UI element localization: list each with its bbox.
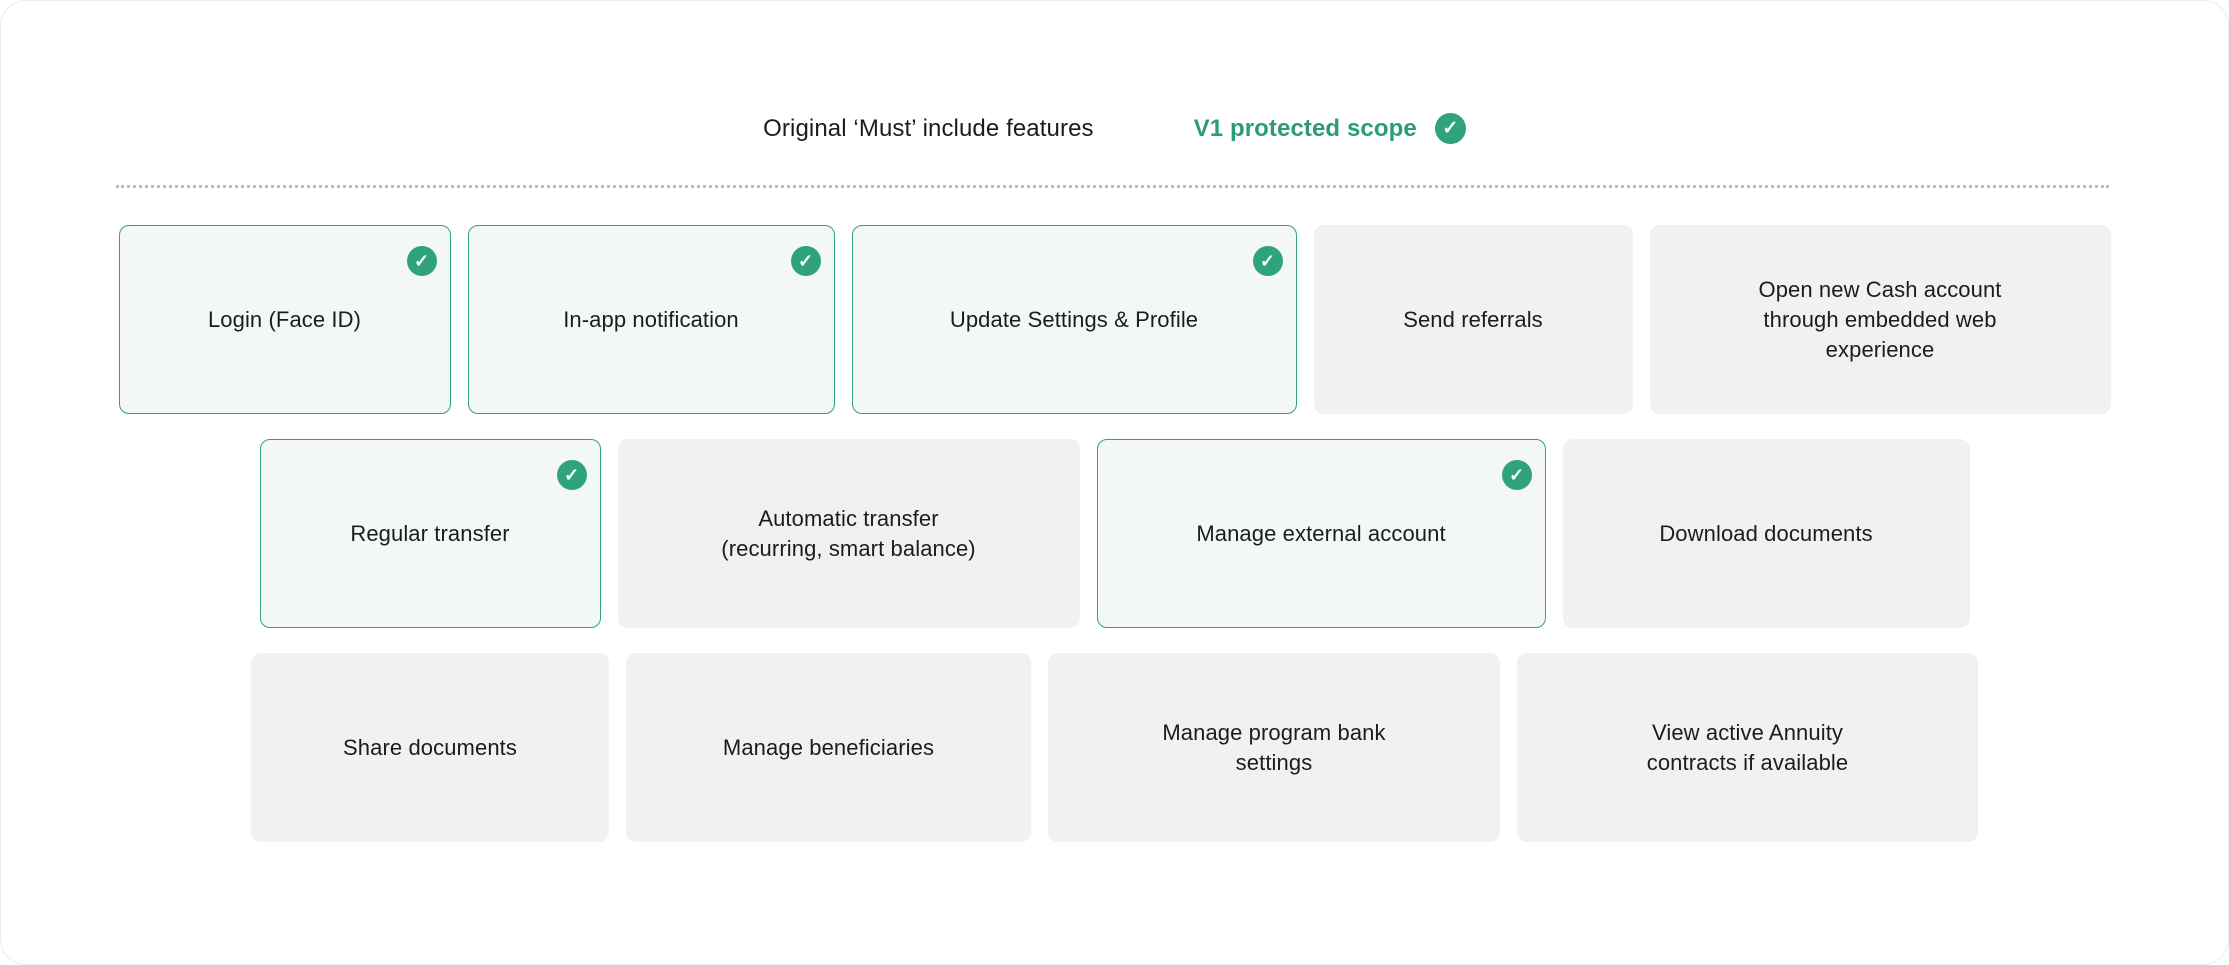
check-circle-icon: ✓	[1252, 246, 1283, 276]
header-left-label: Original ‘Must’ include features	[763, 114, 1094, 142]
feature-card: Share documents	[251, 653, 609, 842]
feature-card-label: Manage external account	[1196, 520, 1446, 546]
feature-card: Automatic transfer (recurring, smart bal…	[617, 439, 1080, 628]
feature-card-label: Download documents	[1659, 520, 1873, 546]
feature-card-label: Update Settings & Profile	[949, 306, 1199, 332]
feature-row: ✓ Login (Face ID) ✓ In-app notification ✓ Upd…	[1, 225, 2228, 414]
feature-card: View active Annuity contracts if availab…	[1517, 653, 1978, 842]
feature-card-label: Share documents	[343, 734, 517, 760]
feature-card: Manage program bank settings	[1048, 653, 1500, 842]
feature-card-label: Manage beneficiaries	[722, 734, 935, 760]
feature-card-label: In-app notification	[563, 306, 739, 332]
check-circle-icon: ✓	[790, 246, 821, 276]
check-circle-icon: ✓	[1434, 113, 1466, 144]
header-right-group: V1 protected scope ✓	[1194, 113, 1466, 144]
feature-card-label: Login (Face ID)	[207, 306, 362, 332]
dotted-divider	[116, 185, 2109, 188]
feature-card: Send referrals	[1313, 225, 1633, 414]
feature-card-label: Open new Cash account through embedded w…	[1758, 276, 2002, 362]
feature-card: ✓ Login (Face ID)	[118, 225, 451, 414]
feature-row: ✓ Regular transfer Automatic transfer (rec…	[1, 439, 2228, 628]
feature-card-label: Automatic transfer (recurring, smart bal…	[721, 505, 976, 561]
feature-grid: ✓ Login (Face ID) ✓ In-app notification ✓ Upd…	[1, 225, 2228, 842]
feature-card: ✓ In-app notification	[467, 225, 835, 414]
feature-card: ✓ Update Settings & Profile	[851, 225, 1297, 414]
feature-card: ✓ Manage external account	[1096, 439, 1546, 628]
feature-row: Share documents Manage beneficiaries Manag…	[1, 653, 2228, 842]
feature-card: Download documents	[1562, 439, 1970, 628]
feature-card-label: View active Annuity contracts if availab…	[1646, 719, 1849, 775]
check-circle-icon: ✓	[556, 460, 587, 490]
header-right-label: V1 protected scope	[1193, 114, 1417, 142]
feature-card-label: Manage program bank settings	[1162, 719, 1386, 775]
check-circle-icon: ✓	[1501, 460, 1532, 490]
feature-card-label: Regular transfer	[350, 520, 510, 546]
feature-card: Manage beneficiaries	[626, 653, 1031, 842]
check-circle-icon: ✓	[406, 246, 437, 276]
feature-card-label: Send referrals	[1403, 306, 1543, 332]
feature-card: Open new Cash account through embedded w…	[1649, 225, 2111, 414]
feature-card: ✓ Regular transfer	[259, 439, 601, 628]
header: Original ‘Must’ include features V1 prot…	[1, 113, 2228, 144]
